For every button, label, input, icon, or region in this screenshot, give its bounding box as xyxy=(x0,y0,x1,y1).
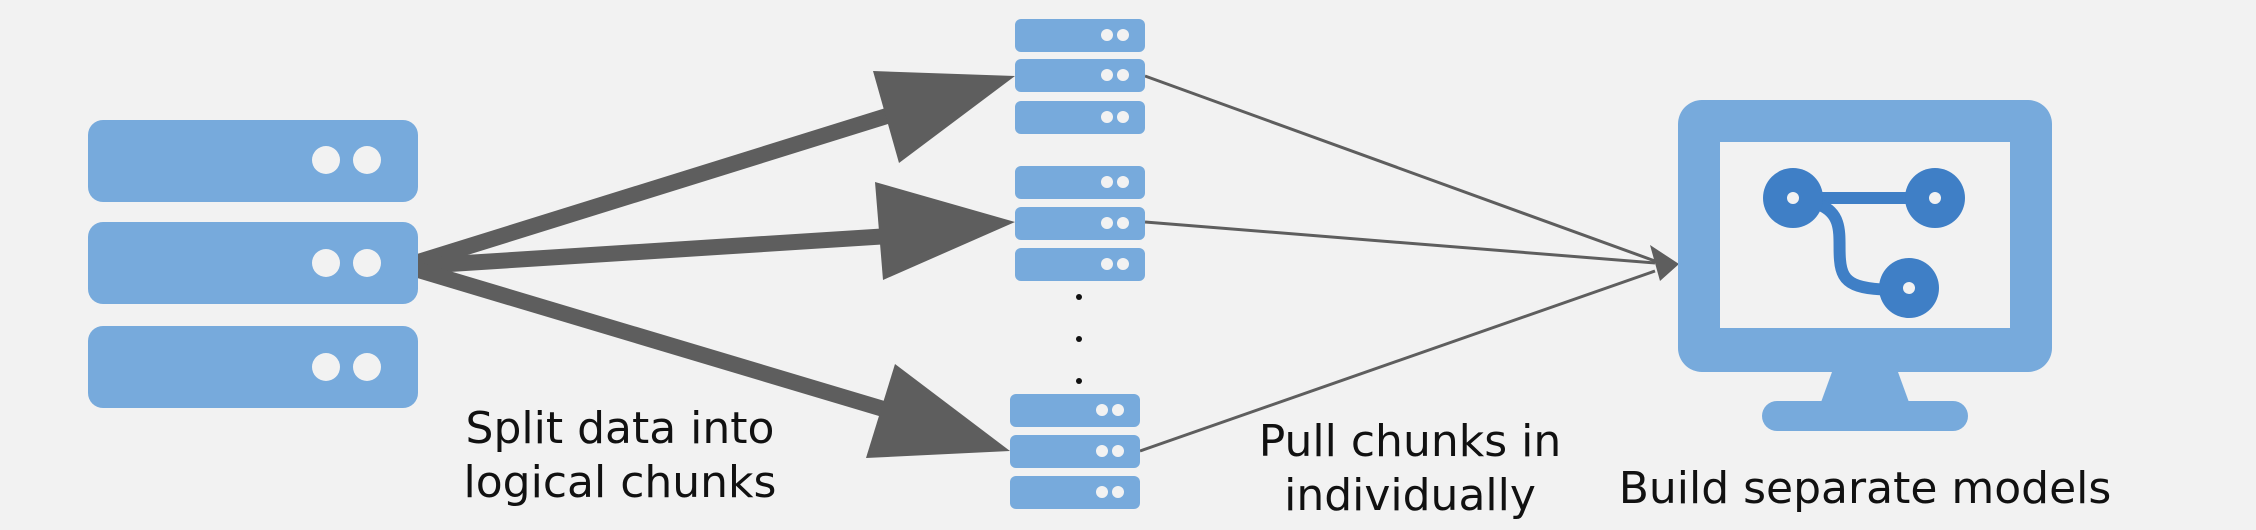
caption-build-line-1: Build separate models xyxy=(1618,463,2112,514)
caption-split: Split data into logical chunks xyxy=(440,402,800,510)
chunk-server-stack-1-icon xyxy=(1015,19,1145,134)
pull-line-bottom xyxy=(1139,269,1656,453)
model-graph-icon xyxy=(1763,168,1965,318)
caption-build: Build separate models xyxy=(1600,462,2130,516)
caption-split-line-2: logical chunks xyxy=(463,457,777,508)
vertical-ellipsis-icon xyxy=(1076,294,1082,384)
source-server-stack-icon xyxy=(88,120,418,408)
caption-pull-line-2: individually xyxy=(1284,470,1536,521)
pull-arrowhead xyxy=(1650,245,1679,281)
pull-line-middle xyxy=(1144,220,1656,265)
monitor-model-graph-icon xyxy=(1678,100,2052,431)
chunk-server-stack-3-icon xyxy=(1010,394,1140,509)
caption-split-line-1: Split data into xyxy=(465,403,775,454)
pull-arrows xyxy=(1139,74,1679,453)
split-arrow-top xyxy=(412,71,1015,271)
chunk-server-stack-2-icon xyxy=(1015,166,1145,281)
split-arrow-middle xyxy=(417,182,1015,280)
caption-pull-line-1: Pull chunks in xyxy=(1258,416,1562,467)
split-arrows xyxy=(412,71,1015,458)
caption-pull: Pull chunks in individually xyxy=(1240,415,1580,523)
pull-line-top xyxy=(1144,74,1656,263)
split-arrow-bottom xyxy=(412,261,1010,458)
